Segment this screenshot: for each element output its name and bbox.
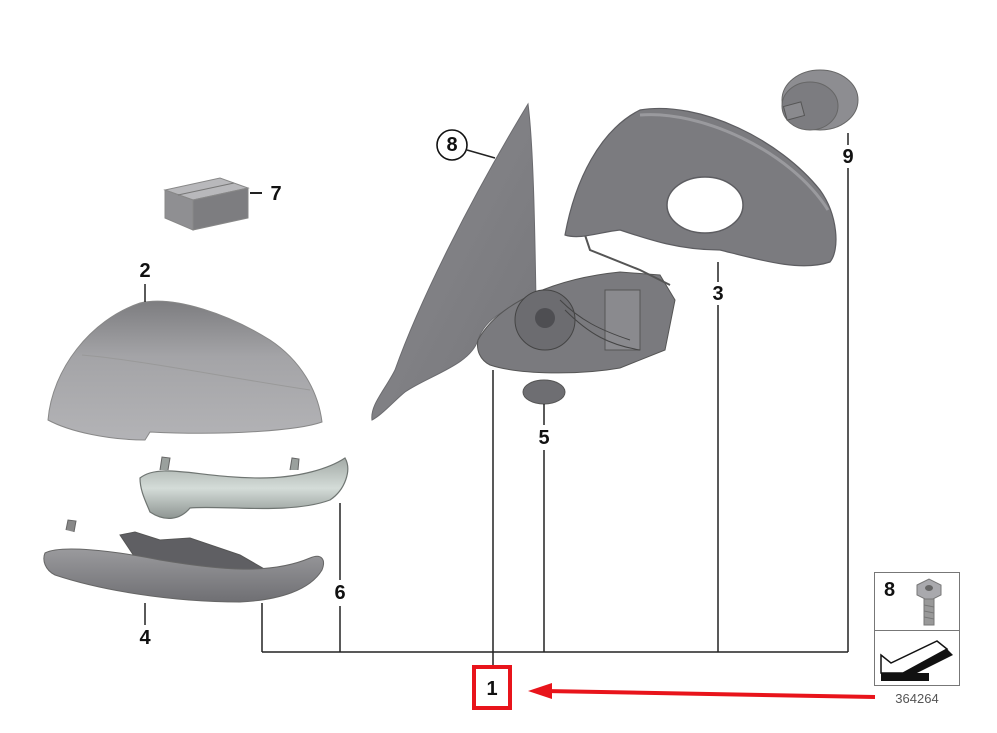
label-part-9: 9 [842,146,854,168]
part-9-motor [781,69,859,652]
label-part-1: 1 [486,678,498,700]
red-arrow-icon [528,683,876,699]
legend-box: 8 [874,572,960,686]
label-part-8-circled: 8 [446,134,458,156]
part-6-turn-signal [139,456,349,652]
reference-number: 364264 [895,691,939,706]
legend-divider [875,630,959,631]
label-part-5: 5 [538,427,550,449]
part-7-block [163,177,262,231]
label-part-2: 2 [139,260,151,282]
label-part-4: 4 [139,627,151,649]
part-2-mirror-cap [47,284,323,441]
part-8-mirror-base [371,102,537,421]
part-5-cover-cap [522,379,566,652]
part-1-mirror-assembly [477,234,676,667]
arrow-installation-icon [880,640,953,681]
part-4-lower-trim [43,519,324,652]
part-3-housing-frame [564,107,837,652]
screw-icon [916,578,942,626]
highlight-box-part-1 [472,665,512,710]
label-part-7: 7 [270,183,282,205]
label-part-3: 3 [712,283,724,305]
legend-part-number: 8 [884,579,896,601]
label-part-6: 6 [334,582,346,604]
